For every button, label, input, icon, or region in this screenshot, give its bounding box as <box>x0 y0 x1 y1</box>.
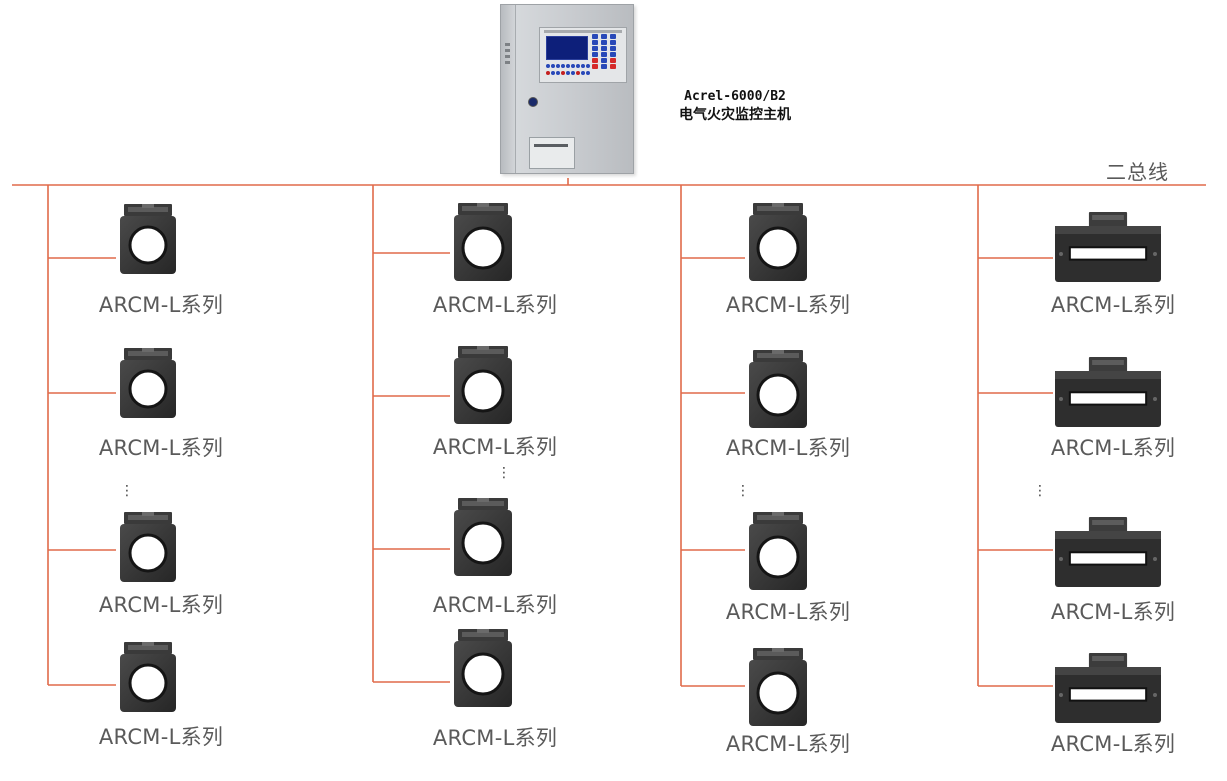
device-label: ARCM-L系列 <box>432 593 558 617</box>
device-label: ARCM-L系列 <box>1050 600 1176 624</box>
device-label: ARCM-L系列 <box>98 725 224 749</box>
bus-label: 二总线 <box>1106 160 1169 184</box>
device-label: ARCM-L系列 <box>725 293 851 317</box>
current-transformer-icon <box>452 345 514 430</box>
indicator-leds <box>546 64 590 76</box>
ellipsis: ⋮ <box>1033 483 1047 499</box>
lcd-screen <box>546 36 588 60</box>
device-label: ARCM-L系列 <box>432 293 558 317</box>
device-label: ARCM-L系列 <box>98 436 224 460</box>
host-name: 电气火灾监控主机 <box>679 107 791 123</box>
printer-icon <box>529 137 575 169</box>
device-label: ARCM-L系列 <box>98 293 224 317</box>
current-transformer-icon <box>1055 653 1161 727</box>
current-transformer-icon <box>747 647 809 732</box>
current-transformer-icon <box>1055 517 1161 591</box>
device-label: ARCM-L系列 <box>725 436 851 460</box>
ellipsis: ⋮ <box>736 483 750 499</box>
current-transformer-icon <box>1055 212 1161 286</box>
device-label: ARCM-L系列 <box>432 435 558 459</box>
current-transformer-icon <box>118 203 178 280</box>
current-transformer-icon <box>452 202 514 287</box>
current-transformer-icon <box>118 641 178 718</box>
current-transformer-icon <box>1055 357 1161 431</box>
control-panel <box>539 27 627 83</box>
current-transformer-icon <box>747 202 809 287</box>
device-label: ARCM-L系列 <box>1050 436 1176 460</box>
keypad <box>592 34 622 70</box>
ellipsis: ⋮ <box>120 483 134 499</box>
device-label: ARCM-L系列 <box>725 732 851 756</box>
current-transformer-icon <box>452 497 514 582</box>
current-transformer-icon <box>118 347 178 424</box>
current-transformer-icon <box>747 511 809 596</box>
ellipsis: ⋮ <box>497 465 511 481</box>
current-transformer-icon <box>118 511 178 588</box>
monitoring-host-cabinet <box>500 4 634 174</box>
device-label: ARCM-L系列 <box>98 593 224 617</box>
power-button-icon <box>528 97 538 107</box>
device-label: ARCM-L系列 <box>1050 293 1176 317</box>
device-label: ARCM-L系列 <box>1050 732 1176 756</box>
current-transformer-icon <box>452 628 514 713</box>
device-label: ARCM-L系列 <box>725 600 851 624</box>
current-transformer-icon <box>747 349 809 434</box>
host-model: Acrel-6000/B2 <box>684 89 786 104</box>
device-label: ARCM-L系列 <box>432 726 558 750</box>
